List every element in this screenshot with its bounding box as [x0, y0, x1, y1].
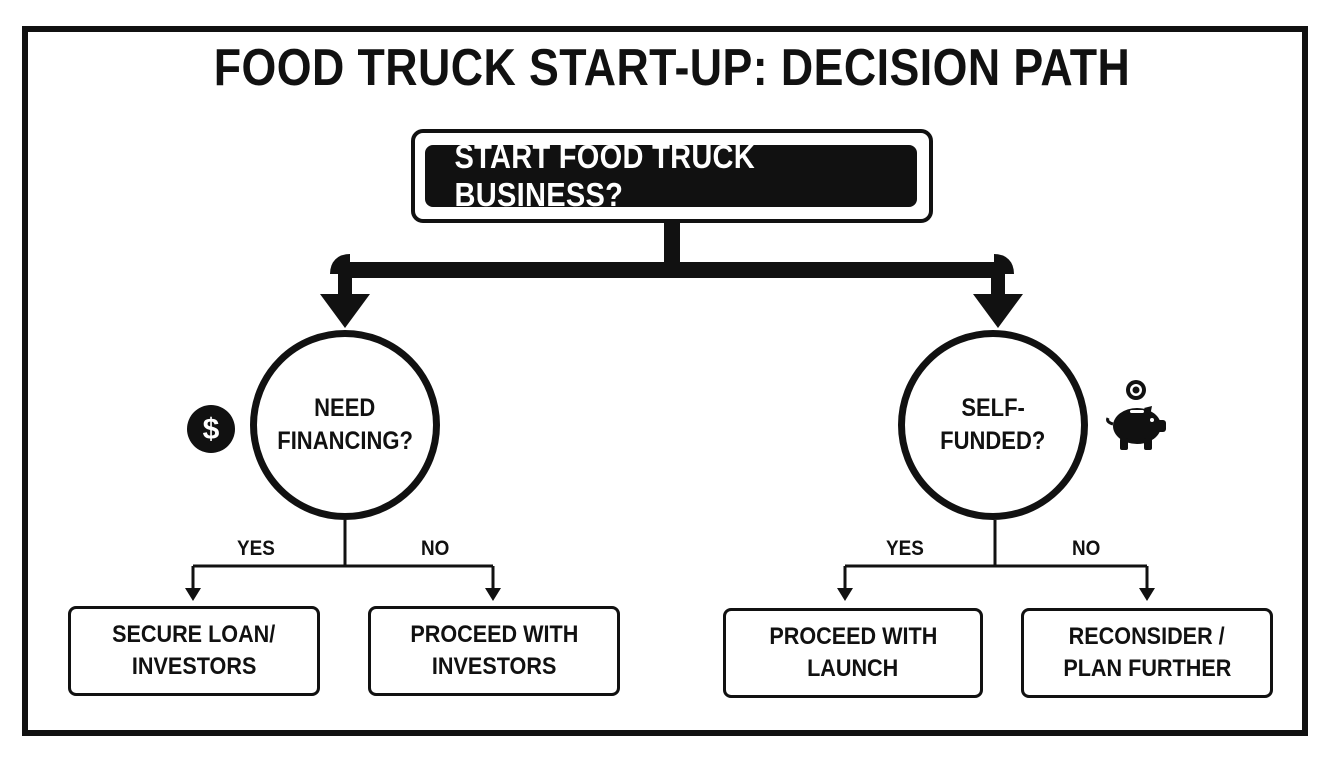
- decision-right-line1: SELF-: [961, 394, 1025, 422]
- outcome-proceed-investors: PROCEED WITH INVESTORS: [368, 606, 620, 696]
- outcome-secure-loan-line1: SECURE LOAN/: [112, 621, 276, 648]
- decision-need-financing: NEED FINANCING?: [250, 330, 440, 520]
- decision-right-line2: FUNDED?: [940, 427, 1046, 455]
- outcome-reconsider-line2: PLAN FURTHER: [1063, 655, 1231, 682]
- right-yes-arrowhead: [837, 588, 853, 601]
- decision-left-line2: FINANCING?: [277, 427, 413, 455]
- left-no-label: NO: [421, 537, 450, 560]
- outcome-reconsider: RECONSIDER / PLAN FURTHER: [1021, 608, 1273, 698]
- dollar-coin-icon: $: [187, 405, 235, 453]
- start-node-label: START FOOD TRUCK BUSINESS?: [454, 138, 756, 213]
- diagram-frame: [22, 26, 1308, 736]
- left-yes-label: YES: [237, 537, 275, 560]
- outcome-secure-loan: SECURE LOAN/ INVESTORS: [68, 606, 320, 696]
- right-yes-label: YES: [886, 537, 924, 560]
- left-yes-arrowhead: [185, 588, 201, 601]
- outcome-proceed-launch-line2: LAUNCH: [807, 655, 899, 682]
- page-title: FOOD TRUCK START-UP: DECISION PATH: [213, 39, 1131, 97]
- right-no-arrowhead: [1139, 588, 1155, 601]
- outcome-reconsider-line1: RECONSIDER /: [1068, 623, 1226, 650]
- split-bar-right-corner: [993, 254, 1014, 275]
- start-node: START FOOD TRUCK BUSINESS?: [425, 138, 917, 213]
- outcome-proceed-launch: PROCEED WITH LAUNCH: [723, 608, 983, 698]
- svg-text:$: $: [203, 413, 220, 446]
- piggy-bank-icon: [1106, 380, 1166, 450]
- decision-left-line1: NEED: [314, 394, 376, 422]
- left-no-arrowhead: [485, 588, 501, 601]
- left-arrowhead: [320, 294, 370, 328]
- outcome-proceed-investors-line1: PROCEED WITH: [409, 621, 578, 648]
- right-arrowhead: [973, 294, 1023, 328]
- outcome-proceed-launch-line1: PROCEED WITH: [768, 623, 937, 650]
- outcome-secure-loan-line2: INVESTORS: [131, 653, 257, 680]
- right-no-label: NO: [1072, 537, 1101, 560]
- decision-self-funded: SELF- FUNDED?: [898, 330, 1088, 520]
- outcome-proceed-investors-line2: INVESTORS: [431, 653, 557, 680]
